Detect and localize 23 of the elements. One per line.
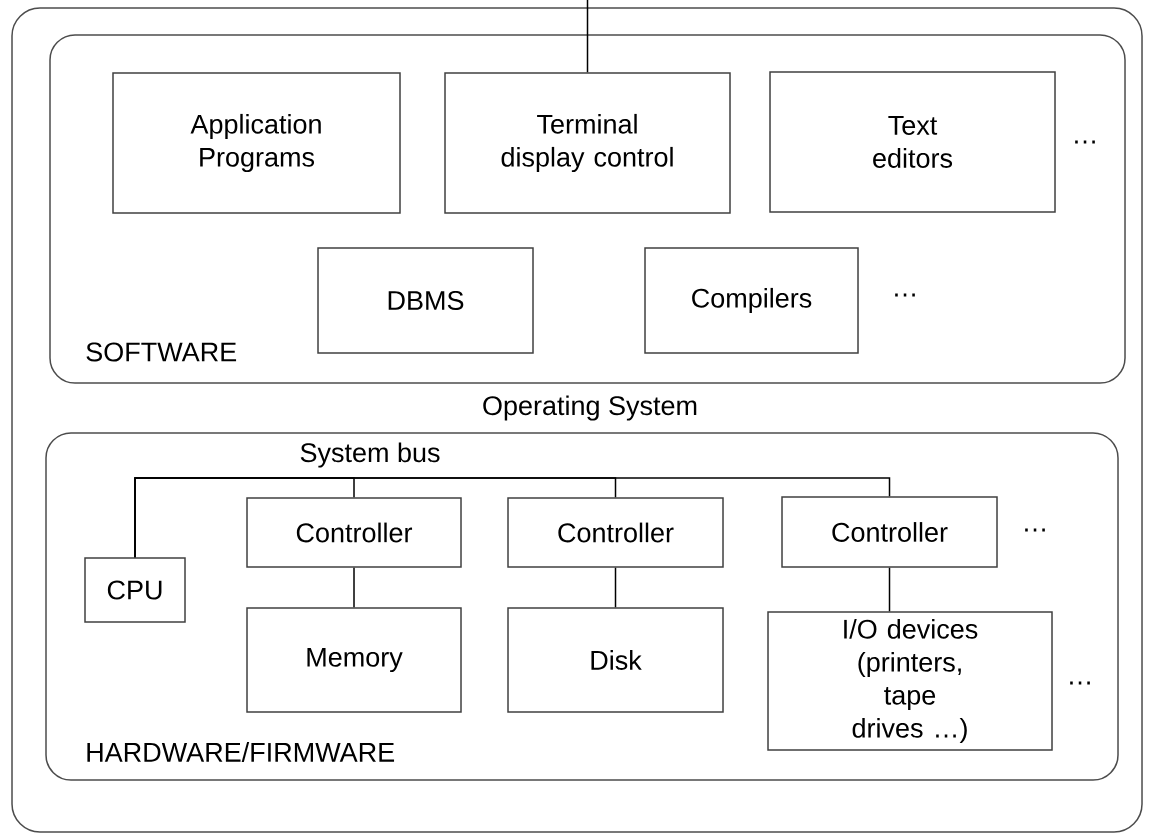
component-box: Text editors [769,71,1056,213]
component-box: Terminal display control [444,72,731,214]
edge-label: System bus [300,442,440,468]
component-box: Disk [507,607,724,713]
component-box: Compilers [644,247,859,354]
connector-line [888,567,891,612]
component-box: Controller [507,497,724,568]
connector-line [586,0,589,73]
connector-line [353,567,355,608]
ellipsis-mark: … [895,293,915,297]
connector-line [614,567,617,608]
component-box: Memory [246,607,462,713]
system-label: Operating System [483,395,697,421]
ellipsis-mark: … [1025,528,1045,532]
layer-label: SOFTWARE [86,342,237,362]
component-box: Controller [246,497,462,568]
component-box: Application Programs [112,72,401,214]
component-box: DBMS [317,247,534,354]
component-box: CPU [84,557,186,623]
component-box: Controller [781,496,998,568]
component-box: I/O devices (printers, tape drives …) [767,611,1053,751]
connector-line [134,477,891,558]
layer-label: HARDWARE/FIRMWARE [87,742,395,762]
